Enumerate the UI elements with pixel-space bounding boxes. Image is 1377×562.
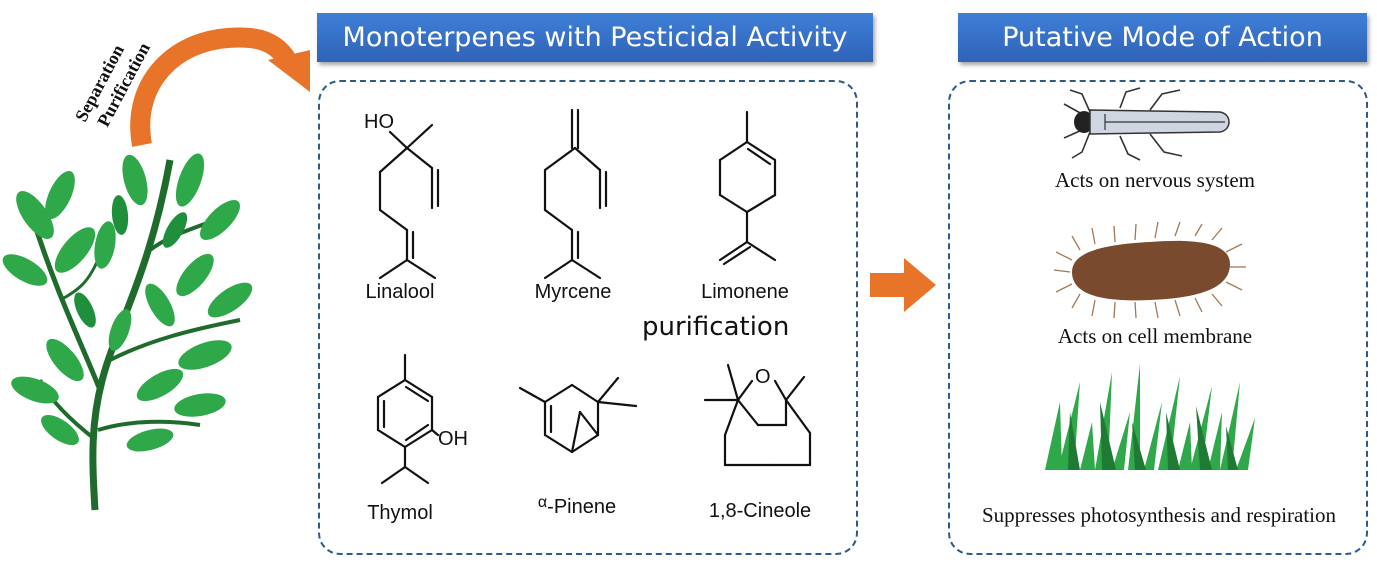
pinene-text: -Pinene (547, 496, 617, 518)
separation-arrow (130, 27, 310, 147)
plant-illustration (2, 153, 253, 511)
alpha-pinene-structure (518, 376, 638, 454)
linalool-label: Linalool (365, 281, 435, 303)
cineole-atom-label: O (755, 366, 771, 388)
thymol-structure: OH (376, 353, 468, 485)
insect-illustration (1063, 87, 1230, 161)
purification-stray-text: purification (642, 312, 790, 342)
action-photosynthesis-label: Suppresses photosynthesis and respiratio… (981, 503, 1337, 527)
linalool-atom-label: HO (364, 111, 394, 133)
limonene-label: Limonene (701, 281, 789, 303)
thymol-label: Thymol (367, 502, 433, 524)
alpha-symbol: α (537, 494, 548, 511)
alpha-pinene-label: α-Pinene (512, 494, 642, 519)
grass-illustration (1045, 364, 1255, 470)
monoterpenes-header: Monoterpenes with Pesticidal Activity (317, 13, 873, 62)
cineole-label: 1,8-Cineole (708, 500, 812, 522)
myrcene-structure (543, 108, 608, 280)
cineole-structure: O (703, 363, 812, 467)
linalool-structure: HO (364, 111, 440, 280)
limonene-structure (718, 110, 777, 266)
action-cell-membrane-label: Acts on cell membrane (1057, 324, 1253, 348)
cell-membrane-illustration (1053, 221, 1246, 319)
plant-stem (89, 159, 174, 511)
myrcene-label: Myrcene (534, 281, 612, 303)
thymol-atom-label: OH (438, 428, 468, 450)
mode-of-action-header: Putative Mode of Action (958, 13, 1367, 62)
mode-of-action-panel (948, 80, 1368, 555)
result-arrow (870, 258, 936, 312)
action-nervous-system-label: Acts on nervous system (1054, 168, 1256, 192)
monoterpenes-panel (318, 80, 858, 555)
